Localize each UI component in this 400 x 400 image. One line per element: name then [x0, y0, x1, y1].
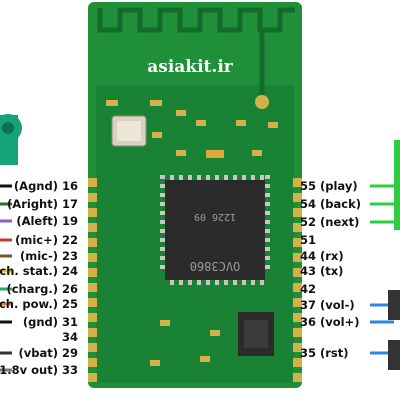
left-edge-pads: [88, 178, 97, 382]
left-pin-label: (gnd) 31: [23, 315, 78, 329]
edge-pad: [293, 178, 302, 187]
edge-pad: [293, 283, 302, 292]
edge-pad: [88, 208, 97, 217]
edge-pad: [293, 358, 302, 367]
edge-pad: [88, 328, 97, 337]
edge-pad: [88, 358, 97, 367]
chip-pins: [160, 175, 270, 285]
left-pin-label: (mic+) 22: [15, 233, 78, 247]
audio-jack-connector: [0, 114, 22, 165]
left-pin-labels: (Agnd) 16 (Aright) 17 (Aleft) 19 (mic+) 22 (…: [0, 179, 78, 377]
edge-pad: [88, 298, 97, 307]
watermark-text: asiakit.ir: [147, 57, 234, 77]
edge-pad: [293, 328, 302, 337]
left-pin-label: (ch. stat.) 24: [0, 264, 78, 278]
left-pin-label: (mic-) 23: [20, 249, 78, 263]
right-pin-label: 36 (vol+): [300, 315, 360, 329]
edge-pad: [88, 178, 97, 187]
right-pin-label: 44 (rx): [300, 249, 344, 263]
edge-pad: [293, 313, 302, 322]
edge-pad: [293, 373, 302, 382]
left-pin-label: (Aright) 17: [7, 197, 78, 211]
right-pin-label: 52 (next): [300, 215, 359, 229]
right-pin-label: 35 (rst): [300, 346, 349, 360]
edge-pad: [88, 313, 97, 322]
edge-pad: [88, 193, 97, 202]
edge-pad: [293, 238, 302, 247]
edge-pad: [293, 268, 302, 277]
left-pin-label: (1.8v out) 33: [0, 363, 78, 377]
right-wires: [370, 184, 394, 355]
right-pin-label: 43 (tx): [300, 264, 343, 278]
left-pin-label: (vbat) 29: [18, 346, 78, 360]
chip-marking-2: OVC3860: [190, 259, 241, 273]
right-pin-label: 55 (play): [300, 179, 358, 193]
left-wires: [0, 184, 12, 372]
right-edge-pads: [293, 178, 302, 382]
edge-pad: [88, 238, 97, 247]
main-chip: [165, 180, 265, 280]
edge-pad: [88, 268, 97, 277]
left-pin-label: (ch. pow.) 25: [0, 297, 78, 311]
chip-marking-1: 1226 09: [194, 211, 236, 222]
edge-pad: [293, 193, 302, 202]
edge-pad: [88, 283, 97, 292]
antenna-trace: [97, 7, 295, 33]
right-pin-labels: 55 (play) 54 (back) 52 (next) 51 44 (rx)43 (…: [300, 179, 361, 360]
left-pin-label: (Agnd) 16: [14, 179, 78, 193]
edge-pad: [88, 343, 97, 352]
right-pin-label: 37 (vol-): [300, 298, 355, 312]
edge-pad: [293, 298, 302, 307]
smd-components: [106, 100, 278, 366]
left-pin-label: (charg.) 26: [6, 282, 78, 296]
right-pin-label: 54 (back): [300, 197, 361, 211]
edge-pad: [293, 253, 302, 262]
left-pin-label: (Aleft) 19: [16, 214, 78, 228]
crystal-top: [117, 121, 141, 141]
edge-pad: [293, 343, 302, 352]
edge-pad: [88, 223, 97, 232]
right-pin-label: 42: [300, 282, 316, 296]
left-pin-label: 34: [62, 330, 78, 344]
antenna-pad: [255, 95, 269, 109]
secondary-chip-pad: [244, 320, 268, 348]
edge-pad: [88, 373, 97, 382]
push-buttons: [388, 140, 400, 370]
edge-pad: [88, 253, 97, 262]
right-pin-label: 51: [300, 233, 316, 247]
edge-pad: [293, 223, 302, 232]
edge-pad: [293, 208, 302, 217]
